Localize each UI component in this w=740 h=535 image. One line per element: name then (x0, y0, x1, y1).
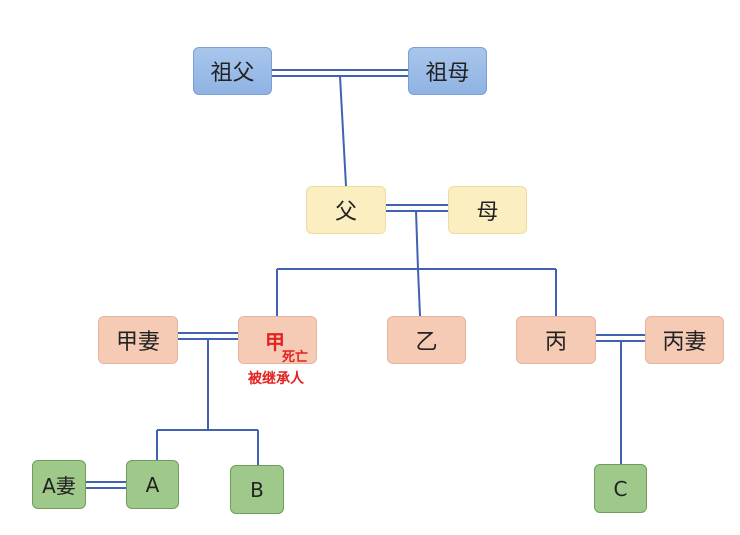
jia-role-label: 被继承人 (248, 371, 304, 387)
node-c: C (594, 464, 647, 513)
node-grandmother: 祖母 (408, 47, 487, 95)
node-label: 甲妻 (115, 330, 160, 355)
node-yi: 乙 (387, 316, 466, 364)
node-label: C (613, 476, 628, 501)
node-jia-wife: 甲妻 (98, 316, 178, 364)
node-label: 母 (476, 200, 499, 225)
descent-line-father (339, 75, 347, 187)
descent-line-children (415, 210, 419, 270)
node-a: A (126, 460, 179, 509)
node-label: A (145, 472, 160, 497)
node-label: 丙妻 (662, 330, 707, 355)
node-label: A妻 (42, 474, 76, 498)
node-a-wife: A妻 (32, 460, 86, 509)
descent-line-yi (417, 268, 421, 317)
node-label: 乙 (415, 330, 438, 355)
node-father: 父 (306, 186, 386, 234)
node-label: 祖母 (425, 61, 470, 86)
node-bing-wife: 丙妻 (645, 316, 724, 364)
node-bing: 丙 (516, 316, 596, 364)
node-label: B (250, 477, 264, 502)
node-label: 祖父 (210, 61, 255, 86)
node-mother: 母 (448, 186, 527, 234)
node-label: 丙 (544, 330, 567, 355)
node-label: 父 (334, 200, 357, 225)
node-jia (238, 316, 317, 364)
node-grandfather: 祖父 (193, 47, 272, 95)
jia-status-label: 死亡 (282, 350, 309, 365)
jia-label: 甲 (265, 330, 285, 354)
node-b: B (230, 465, 284, 514)
